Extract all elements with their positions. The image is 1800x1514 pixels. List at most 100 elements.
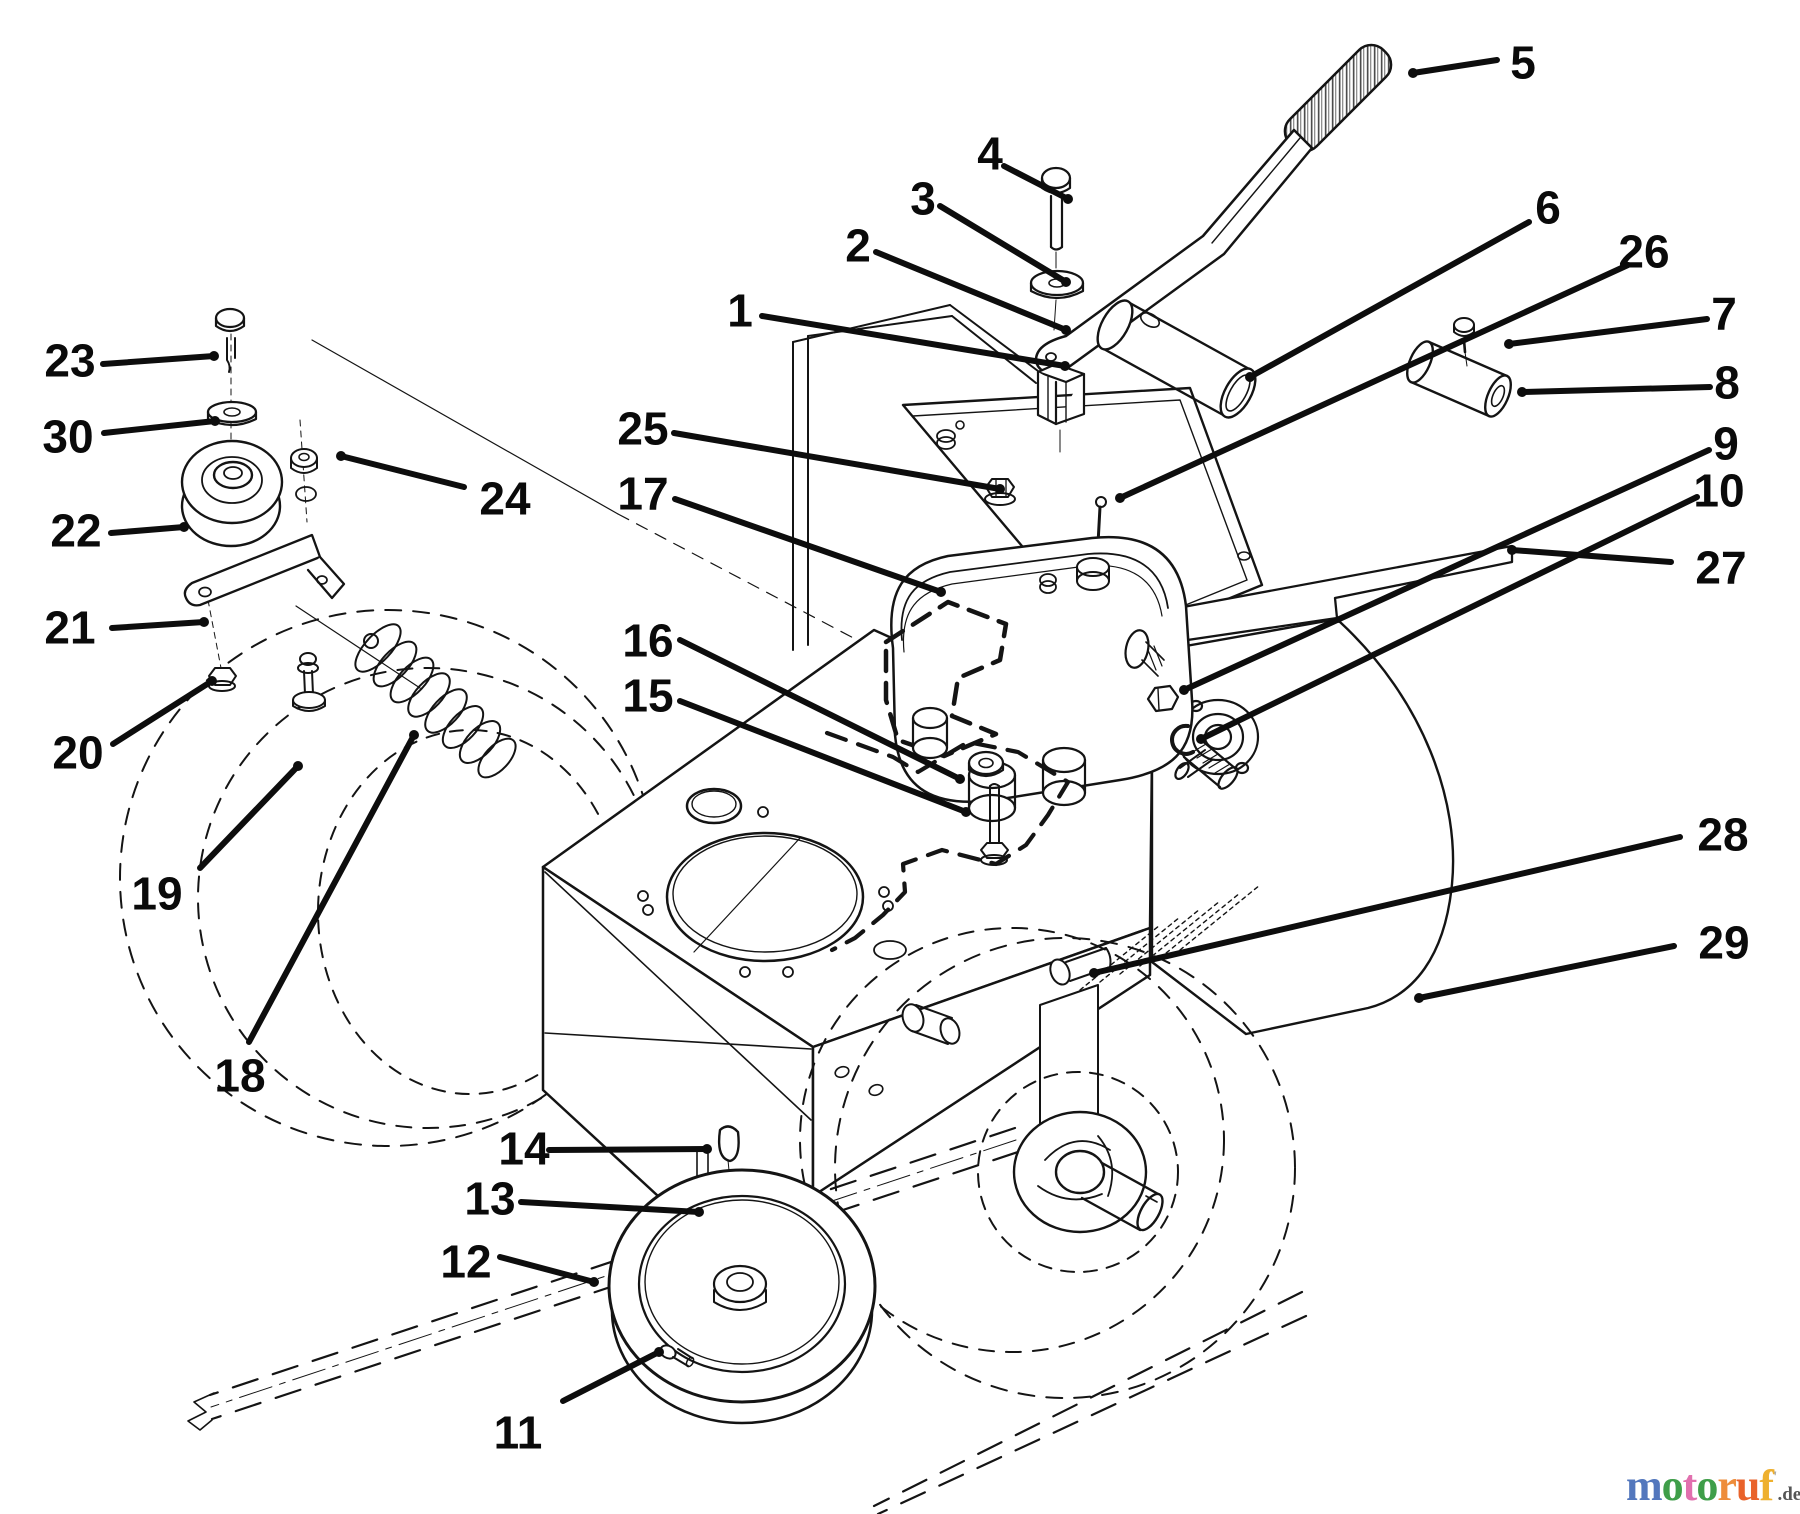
- diagram-stroke: [978, 757, 994, 769]
- diagram-stroke: [868, 1083, 884, 1097]
- callout-18: 18: [214, 730, 419, 1102]
- leader-line-11: [560, 1349, 662, 1404]
- diagram-stroke: [989, 783, 1000, 787]
- leader-line-28: [1091, 834, 1683, 976]
- callout-30: 30: [42, 411, 220, 463]
- part-number-17: 17: [617, 468, 668, 520]
- diagram-stroke: [642, 904, 654, 916]
- leader-dot-8: [1517, 387, 1527, 397]
- leader-line-26: [1117, 262, 1631, 501]
- diagram-stroke: [1217, 766, 1239, 790]
- diagram-stroke: [617, 513, 881, 653]
- diagram-stroke: [214, 307, 246, 329]
- callout-23: 23: [44, 335, 219, 387]
- leader-line-29: [1416, 943, 1677, 1001]
- part-number-22: 22: [50, 505, 101, 557]
- bolt-19: [292, 652, 326, 712]
- diagram-stroke: [1049, 245, 1064, 251]
- bracket-17-hidden-outline: [824, 730, 1071, 953]
- diagram-stroke: [685, 1356, 695, 1368]
- leader-line-27: [1509, 547, 1674, 565]
- watermark-letter: o: [1661, 1461, 1684, 1510]
- diagram-stroke: [900, 552, 1169, 641]
- leader-dot-16: [955, 774, 965, 784]
- part-number-20: 20: [52, 727, 103, 779]
- transmission-body: [890, 535, 1194, 804]
- diagram-stroke: [297, 662, 319, 674]
- leader-line-7: [1506, 316, 1710, 347]
- part-number-26: 26: [1618, 226, 1669, 278]
- diagram-stroke: [902, 564, 1163, 653]
- leader-line-2: [873, 249, 1069, 333]
- diagram-stroke: [967, 761, 1005, 778]
- plate-bolt: [936, 429, 956, 450]
- part-number-28: 28: [1697, 809, 1748, 861]
- diagram-stroke: [363, 633, 379, 649]
- part-number-3: 3: [910, 173, 936, 225]
- transmission: [883, 496, 1239, 823]
- part-number-25: 25: [617, 403, 668, 455]
- diagram-stroke: [1039, 573, 1057, 587]
- callout-24: 24: [336, 451, 531, 525]
- diagram-stroke: [644, 1199, 840, 1365]
- callout-7: 7: [1504, 288, 1737, 349]
- leader-line-13: [518, 1199, 702, 1215]
- diagram-stroke: [911, 1030, 949, 1045]
- diagram-stroke: [198, 586, 212, 598]
- bolt-28: [1049, 947, 1112, 986]
- drive-pulley-group: [607, 1125, 877, 1425]
- diagram-stroke: [936, 429, 956, 443]
- watermark-letter: o: [1696, 1461, 1718, 1510]
- diagram-stroke: [1179, 884, 1261, 951]
- watermark-tick: ': [1772, 1469, 1778, 1486]
- watermark-logo: motoruf'.de: [1626, 1454, 1800, 1514]
- leader-dot-27: [1507, 545, 1517, 555]
- diagram-stroke: [316, 575, 328, 585]
- callout-4: 4: [977, 128, 1073, 204]
- nut-9: [1146, 684, 1180, 713]
- sleeve-6: [1096, 299, 1257, 419]
- callout-6: 6: [1245, 182, 1561, 382]
- diagram-stroke: [290, 457, 318, 474]
- diagram-stroke: [980, 842, 1009, 859]
- diagram-stroke: [1100, 346, 1227, 418]
- leader-dot-19: [293, 761, 303, 771]
- diagram-stroke: [757, 806, 769, 818]
- diagram-stroke: [1049, 958, 1071, 986]
- spacer-24: [290, 448, 318, 502]
- diagram-stroke: [873, 940, 907, 960]
- callout-20: 20: [52, 676, 217, 779]
- diagram-stroke: [298, 452, 310, 462]
- diagram-stroke: [441, 705, 485, 749]
- diagram-stroke: [878, 886, 890, 898]
- diagram-stroke: [1453, 317, 1475, 333]
- part-number-14: 14: [498, 1123, 550, 1175]
- diagram-stroke: [977, 1071, 1179, 1273]
- leader-dot-24: [336, 451, 346, 461]
- leader-dot-22: [179, 522, 189, 532]
- idler-assembly: [180, 307, 346, 712]
- diagram-stroke: [1157, 688, 1160, 711]
- diagram-stroke: [1080, 1196, 1142, 1232]
- leader-line-16: [677, 637, 963, 782]
- part-number-16: 16: [622, 615, 673, 667]
- diagram-stroke: [226, 337, 231, 373]
- part-number-21: 21: [44, 602, 95, 654]
- leader-dot-7: [1504, 339, 1514, 349]
- diagram-stroke: [1211, 137, 1301, 244]
- leader-line-1: [759, 313, 1068, 369]
- diagram-stroke: [183, 533, 322, 607]
- leader-dot-15: [961, 807, 971, 817]
- diagram-stroke: [637, 890, 649, 902]
- leader-line-18: [246, 732, 417, 1045]
- engine-hole: [665, 831, 865, 963]
- chassis-right-face: [811, 926, 1152, 1198]
- diagram-stroke: [1039, 580, 1057, 594]
- diagram-stroke: [834, 937, 1296, 1399]
- diagram-stroke: [955, 420, 965, 430]
- diagram-stroke: [458, 720, 502, 764]
- idler-arm-21: [183, 533, 346, 607]
- diagram-stroke: [936, 436, 956, 450]
